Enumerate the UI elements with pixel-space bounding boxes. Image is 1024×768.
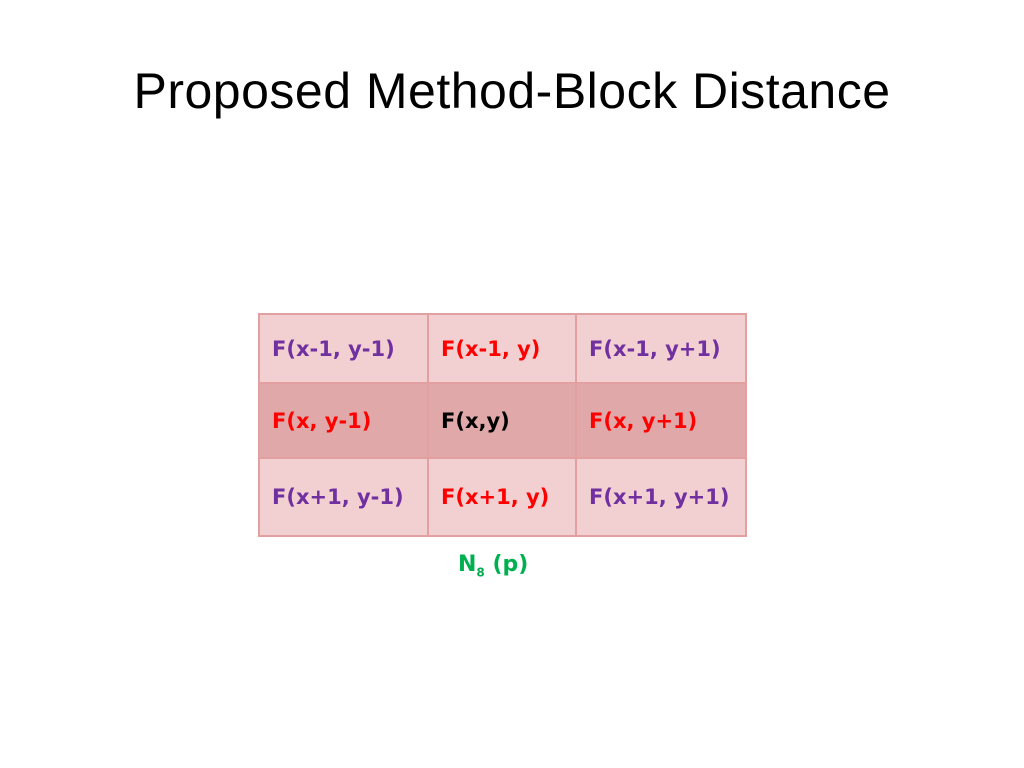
cell-text: F(x-1, y) — [441, 336, 541, 361]
caption-suffix: (p) — [484, 552, 529, 577]
grid-row: F(x, y-1) F(x,y) F(x, y+1) — [258, 382, 747, 459]
grid-cell: F(x, y+1) — [575, 382, 747, 459]
cell-text: F(x-1, y+1) — [589, 336, 721, 361]
grid-cell: F(x-1, y) — [427, 313, 577, 384]
grid-cell: F(x-1, y+1) — [575, 313, 747, 384]
cell-text: F(x+1, y-1) — [272, 485, 404, 509]
cell-text: F(x,y) — [441, 408, 510, 433]
grid-cell: F(x+1, y+1) — [575, 457, 747, 537]
cell-text: F(x+1, y) — [441, 485, 550, 509]
cell-text: F(x, y+1) — [589, 408, 698, 433]
caption-main: N — [458, 552, 477, 577]
grid-cell: F(x+1, y) — [427, 457, 577, 537]
grid-cell: F(x+1, y-1) — [258, 457, 429, 537]
grid-cell: F(x-1, y-1) — [258, 313, 429, 384]
cell-text: F(x-1, y-1) — [272, 336, 395, 361]
slide-title: Proposed Method-Block Distance — [133, 63, 891, 119]
neighborhood-grid: F(x-1, y-1) F(x-1, y) F(x-1, y+1) F(x, y… — [258, 313, 747, 537]
grid-row: F(x-1, y-1) F(x-1, y) F(x-1, y+1) — [258, 313, 747, 384]
grid-row: F(x+1, y-1) F(x+1, y) F(x+1, y+1) — [258, 457, 747, 537]
grid-cell: F(x, y-1) — [258, 382, 429, 459]
caption-subscript: 8 — [476, 565, 485, 580]
grid-cell-center: F(x,y) — [427, 382, 577, 459]
cell-text: F(x, y-1) — [272, 408, 372, 433]
neighborhood-caption: N8 (p) — [458, 552, 528, 579]
cell-text: F(x+1, y+1) — [589, 485, 730, 509]
